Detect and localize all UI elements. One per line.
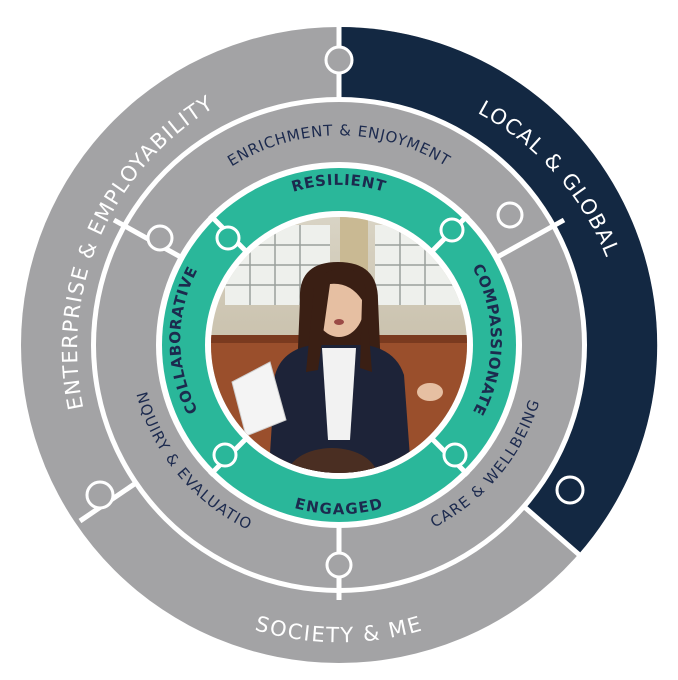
label-engaged: ENGAGED	[293, 494, 385, 518]
